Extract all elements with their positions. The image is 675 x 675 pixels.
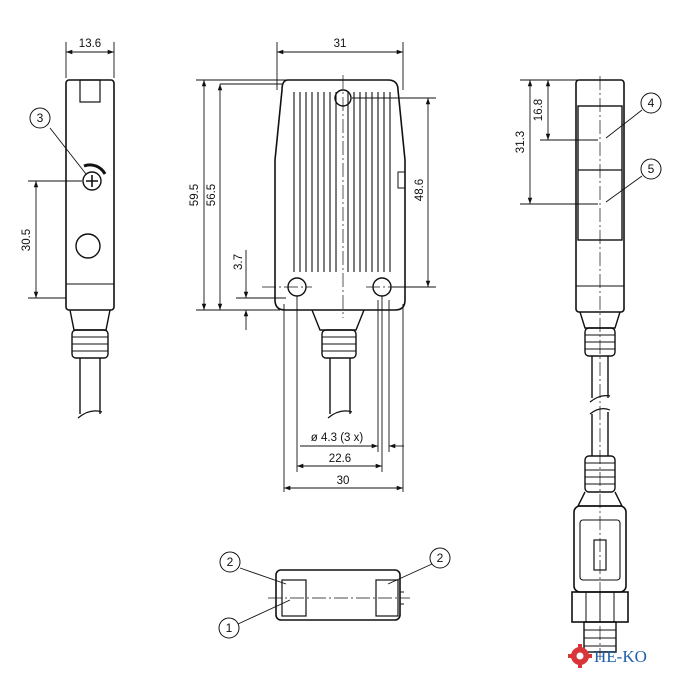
svg-text:3: 3 (37, 111, 44, 125)
callout-1: 1 (218, 617, 240, 639)
callout-5: 5 (640, 158, 662, 180)
dim-bottom-width: 30 (337, 475, 350, 487)
dim-side-height: 30.5 (21, 229, 33, 251)
dimension-labels: 13.6 31 59.5 56.5 3.7 48.6 30.5 31.3 16.… (21, 38, 545, 487)
dim-right-total: 31.3 (515, 131, 527, 153)
dim-hole-spacing-v: 48.6 (414, 179, 426, 201)
svg-text:2: 2 (437, 551, 444, 565)
dim-side-width: 13.6 (79, 38, 101, 50)
front-view-dimensions (196, 42, 436, 492)
svg-text:2: 2 (227, 555, 234, 569)
front-view-centerlines (262, 75, 420, 318)
callout-3: 3 (29, 107, 51, 129)
logo: HE-KO (568, 644, 647, 668)
svg-text:1: 1 (226, 621, 233, 635)
dim-right-partial: 16.8 (533, 99, 545, 121)
cooling-fins (293, 92, 391, 272)
logo-text: HE-KO (594, 647, 647, 666)
callout-2-right: 2 (429, 547, 451, 569)
side-view (65, 79, 115, 419)
dim-hole-offset: 3.7 (233, 254, 245, 270)
dim-hole-diameter: ø 4.3 (3 x) (311, 432, 364, 444)
callout-4: 4 (640, 92, 662, 114)
svg-text:4: 4 (648, 96, 655, 110)
bottom-view (275, 569, 404, 621)
right-view-dimensions (520, 79, 643, 205)
front-view (274, 79, 406, 419)
bottom-view-leaders (237, 563, 433, 625)
dim-height-body: 56.5 (206, 184, 218, 206)
gear-icon (568, 644, 592, 668)
callout-2-left: 2 (219, 551, 241, 573)
svg-text:5: 5 (648, 162, 655, 176)
dim-top-width: 31 (334, 38, 347, 50)
callouts: 3 4 5 2 1 2 (29, 92, 662, 639)
side-view-dimensions (28, 42, 115, 299)
dim-height-total: 59.5 (189, 184, 201, 206)
dim-hole-spacing-h: 22.6 (329, 453, 351, 465)
